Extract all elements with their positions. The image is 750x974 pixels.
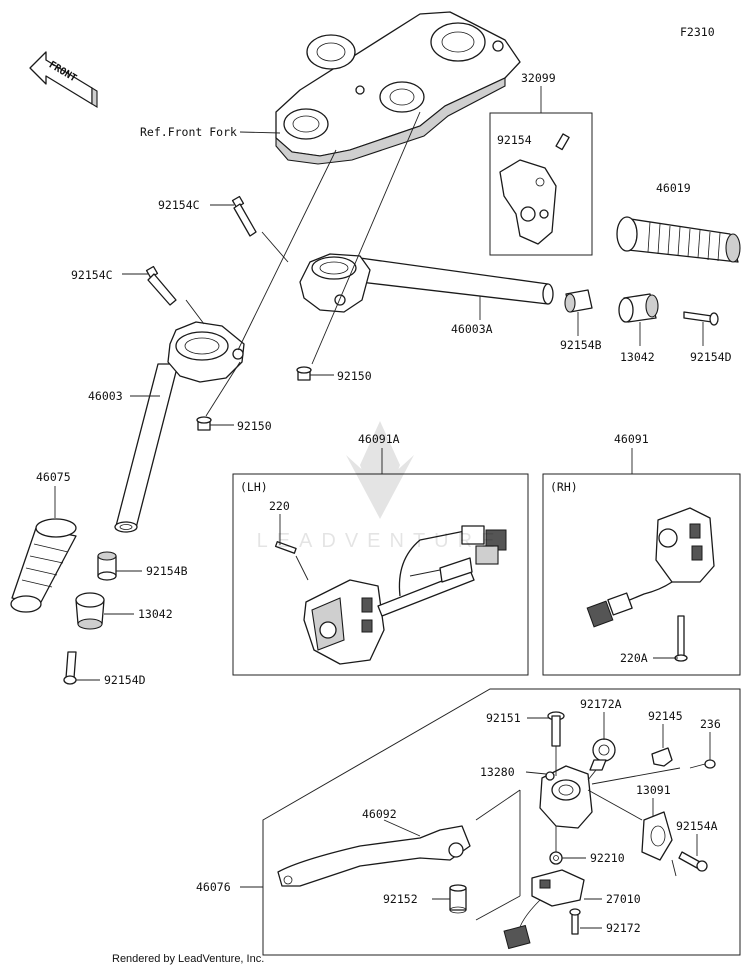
part-labels: Ref.Front Fork 32099 92154 46019 92154C …: [36, 71, 732, 935]
label-92154D-right: 92154D: [690, 350, 732, 364]
screw-92172: [569, 908, 581, 935]
label-46003: 46003: [88, 389, 123, 403]
label-92154C-upper: 92154C: [158, 198, 200, 212]
label-92151: 92151: [486, 711, 521, 725]
label-92210: 92210: [590, 851, 625, 865]
label-46019: 46019: [656, 181, 691, 195]
label-92154B-left: 92154B: [146, 564, 188, 578]
bolt-92154D-right: [683, 311, 719, 326]
diagram-code: F2310: [680, 25, 715, 39]
label-13280: 13280: [480, 765, 515, 779]
label-27010: 27010: [606, 892, 641, 906]
label-92172A: 92172A: [580, 697, 622, 711]
label-92150-left: 92150: [237, 419, 272, 433]
plate-92145: [651, 747, 673, 767]
bolt-92154C-upper: [231, 195, 257, 237]
label-46092: 46092: [362, 807, 397, 821]
label-46076: 46076: [196, 880, 231, 894]
cap-13042-right: [618, 293, 659, 323]
cap-13042-left: [75, 592, 105, 630]
weight-92154B-right: [564, 289, 593, 313]
label-32099: 32099: [521, 71, 556, 85]
label-rh: (RH): [550, 480, 578, 494]
bolt-92154C-lower: [145, 265, 177, 306]
right-grip-46019: [616, 216, 741, 263]
label-92150-right: 92150: [337, 369, 372, 383]
upper-triple-clamp: [275, 11, 521, 165]
screw-236: [689, 759, 716, 769]
label-13042-left: 13042: [138, 607, 173, 621]
clamp-13091: [641, 811, 673, 861]
right-handlebar-46003A: [299, 253, 554, 313]
bolt-92154D-left: [63, 651, 77, 685]
label-92152: 92152: [383, 892, 418, 906]
bolt-92151: [547, 711, 565, 747]
footer-credit: Rendered by LeadVenture, Inc.: [112, 953, 265, 965]
label-92154C-lower: 92154C: [71, 268, 113, 282]
box-lh-switch: [232, 473, 529, 676]
lever-assembly-outline: [262, 688, 741, 956]
label-lh: (LH): [240, 480, 268, 494]
label-46003A: 46003A: [451, 322, 493, 336]
label-92154B-right: 92154B: [560, 338, 602, 352]
label-92172: 92172: [606, 921, 641, 935]
ref-front-fork-label: Ref.Front Fork: [140, 125, 237, 139]
label-220A: 220A: [620, 651, 648, 665]
front-direction-arrow: FRONT: [29, 51, 98, 108]
box-rh-switch: [542, 473, 741, 676]
screw-92150-right: [296, 366, 312, 381]
label-92154: 92154: [497, 133, 532, 147]
rh-switch-assembly: [586, 507, 715, 662]
label-13091: 13091: [636, 783, 671, 797]
bolt-92154A: [678, 851, 708, 872]
adjuster-92172A: [589, 738, 616, 771]
weight-92154B-left: [97, 551, 117, 581]
label-220: 220: [269, 499, 290, 513]
lh-switch-assembly: [274, 525, 507, 665]
label-92154A: 92154A: [676, 819, 718, 833]
lever-46092: [277, 825, 471, 887]
left-handlebar-46003: [114, 321, 245, 533]
left-grip-46075: [10, 518, 77, 613]
screw-92150-left: [196, 416, 212, 431]
leader-lines: [54, 131, 711, 929]
label-46091: 46091: [614, 432, 649, 446]
label-46091A: 46091A: [358, 432, 400, 446]
collar-92152: [449, 884, 467, 914]
switch-27010: [503, 869, 585, 950]
label-46075: 46075: [36, 470, 71, 484]
label-92145: 92145: [648, 709, 683, 723]
lever-bracket-32099: [499, 133, 570, 245]
label-13042-right: 13042: [620, 350, 655, 364]
nut-92210: [549, 851, 563, 865]
label-236: 236: [700, 717, 721, 731]
lever-holder-13280: [539, 765, 593, 829]
label-92154D-left: 92154D: [104, 673, 146, 687]
assembly-guide-lines: [185, 111, 681, 921]
